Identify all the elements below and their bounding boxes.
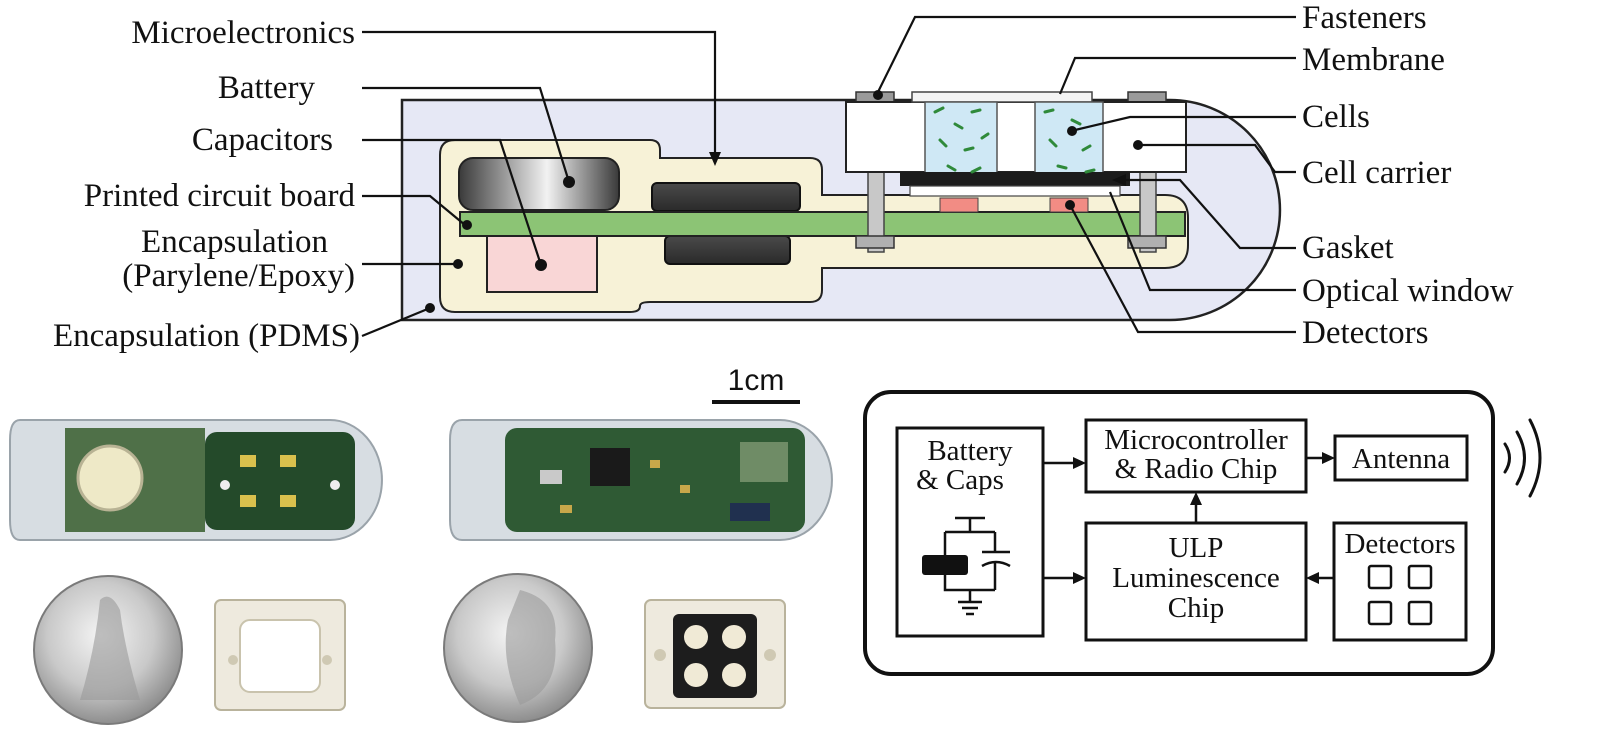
ulp-label-2: Luminescence	[1112, 562, 1279, 594]
cells	[933, 106, 1096, 174]
label-cell-carrier: Cell carrier	[1302, 155, 1451, 191]
label-encapsulation-inner-2: (Parylene/Epoxy)	[122, 258, 355, 294]
cross-section	[400, 91, 1282, 322]
label-encapsulation-inner-1: Encapsulation	[141, 224, 328, 260]
coin-left	[33, 575, 183, 725]
cell-carrier-photo-left	[214, 599, 346, 711]
label-microelectronics: Microelectronics	[131, 15, 355, 51]
optical-window	[909, 185, 1121, 197]
fastener-base-right	[1127, 235, 1167, 249]
chip-top	[651, 182, 801, 212]
detector-squares	[1367, 564, 1433, 626]
detector-left	[939, 197, 979, 213]
battery-caps-label-2: & Caps	[916, 464, 1004, 496]
ulp-label-1: ULP	[1169, 532, 1224, 564]
microcontroller-block	[1084, 418, 1308, 494]
label-gasket: Gasket	[1302, 230, 1394, 266]
detectors-block	[1332, 521, 1468, 642]
label-battery: Battery	[218, 70, 316, 106]
ulp-chip-block	[1084, 521, 1308, 642]
antenna-block	[1333, 434, 1469, 482]
microcontroller-label-2: & Radio Chip	[1115, 453, 1278, 485]
label-pcb: Printed circuit board	[84, 178, 356, 214]
photo-device-side-view	[449, 419, 833, 541]
label-optical-window: Optical window	[1302, 273, 1514, 309]
membrane	[911, 91, 1093, 103]
cell-carrier	[845, 101, 1187, 173]
detectors-label: Detectors	[1344, 528, 1455, 560]
printed-circuit-board	[459, 211, 1186, 237]
antenna-label: Antenna	[1352, 443, 1450, 475]
ulp-label-3: Chip	[1168, 592, 1224, 624]
battery-shape	[458, 157, 620, 211]
gasket	[900, 172, 1130, 186]
battery-capacitor-symbol	[943, 516, 1011, 616]
label-cells: Cells	[1302, 99, 1370, 135]
label-membrane: Membrane	[1302, 42, 1445, 78]
photo-device-top-view	[9, 419, 383, 541]
scale-bar-label: 1cm	[728, 364, 785, 397]
fastener-base-left	[855, 235, 895, 249]
coin-right	[443, 573, 593, 723]
block-diagram	[863, 390, 1542, 676]
block-arrowheads	[1073, 452, 1335, 584]
leader-lines-right	[873, 15, 1296, 334]
chip-bottom	[664, 235, 791, 265]
leader-lines-left	[361, 30, 721, 338]
microcontroller-label-1: Microcontroller	[1104, 424, 1288, 456]
label-detectors: Detectors	[1302, 315, 1428, 351]
fastener-head-right	[1127, 91, 1167, 103]
cell-carrier-photo-right	[644, 599, 786, 709]
radio-waves-icon	[1503, 418, 1542, 498]
battery-caps-label-1: Battery	[927, 435, 1013, 467]
label-capacitors: Capacitors	[192, 122, 333, 158]
battery-cell-symbol	[922, 555, 968, 575]
label-fasteners: Fasteners	[1302, 0, 1427, 36]
label-encapsulation-outer: Encapsulation (PDMS)	[53, 318, 360, 354]
